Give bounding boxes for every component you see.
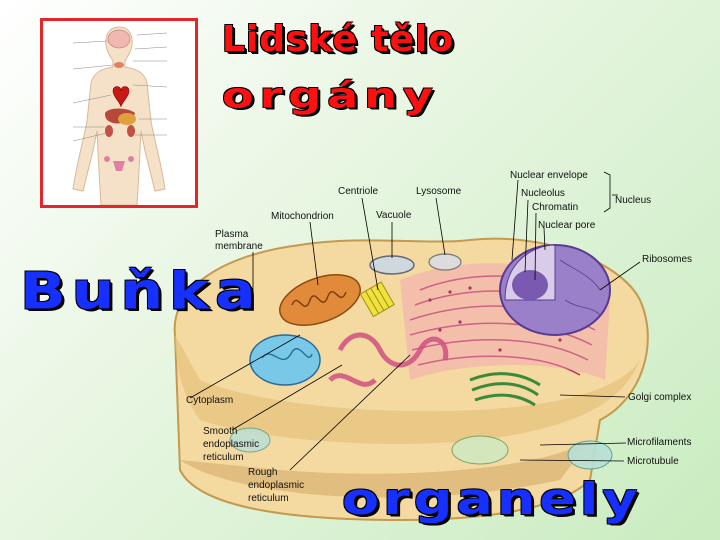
title-organy: orgány — [222, 75, 439, 116]
label-centriole: Centriole — [338, 186, 379, 197]
label-nuclear-envelope: Nuclear envelope — [510, 170, 588, 181]
label-chromatin: Chromatin — [532, 202, 579, 213]
title-bunka: Buňka — [20, 261, 262, 322]
label-nucleus: Nucleus — [615, 195, 652, 206]
label-ribosomes: Ribosomes — [642, 254, 693, 265]
label-smooth-er: Smooth endoplasmic reticulum — [203, 426, 260, 463]
label-mitochondrion: Mitochondrion — [271, 211, 334, 222]
leader-lines — [189, 171, 641, 471]
golgi-complex — [469, 372, 541, 407]
label-cytoplasm: Cytoplasm — [186, 395, 234, 406]
label-lysosome: Lysosome — [416, 186, 462, 197]
human-body-illustration — [40, 18, 198, 208]
label-nuclear-pore: Nuclear pore — [538, 220, 596, 231]
label-plasma-membrane: Plasma membrane — [215, 229, 263, 252]
label-microtubule: Microtubule — [627, 456, 679, 467]
centriole — [359, 281, 395, 318]
label-vacuole: Vacuole — [376, 210, 412, 221]
label-nucleolus: Nucleolus — [521, 188, 565, 199]
title-lidske-telo: Lidské tělo — [222, 19, 455, 60]
label-microfilaments: Microfilaments — [627, 437, 692, 448]
label-golgi-complex: Golgi complex — [628, 392, 692, 403]
human-body-icon — [43, 21, 195, 206]
vacuole — [369, 255, 415, 275]
nucleolus — [512, 270, 548, 300]
label-rough-er: Rough endoplasmic reticulum — [248, 467, 305, 504]
title-organely: organely — [342, 474, 642, 525]
lysosome — [428, 253, 462, 271]
